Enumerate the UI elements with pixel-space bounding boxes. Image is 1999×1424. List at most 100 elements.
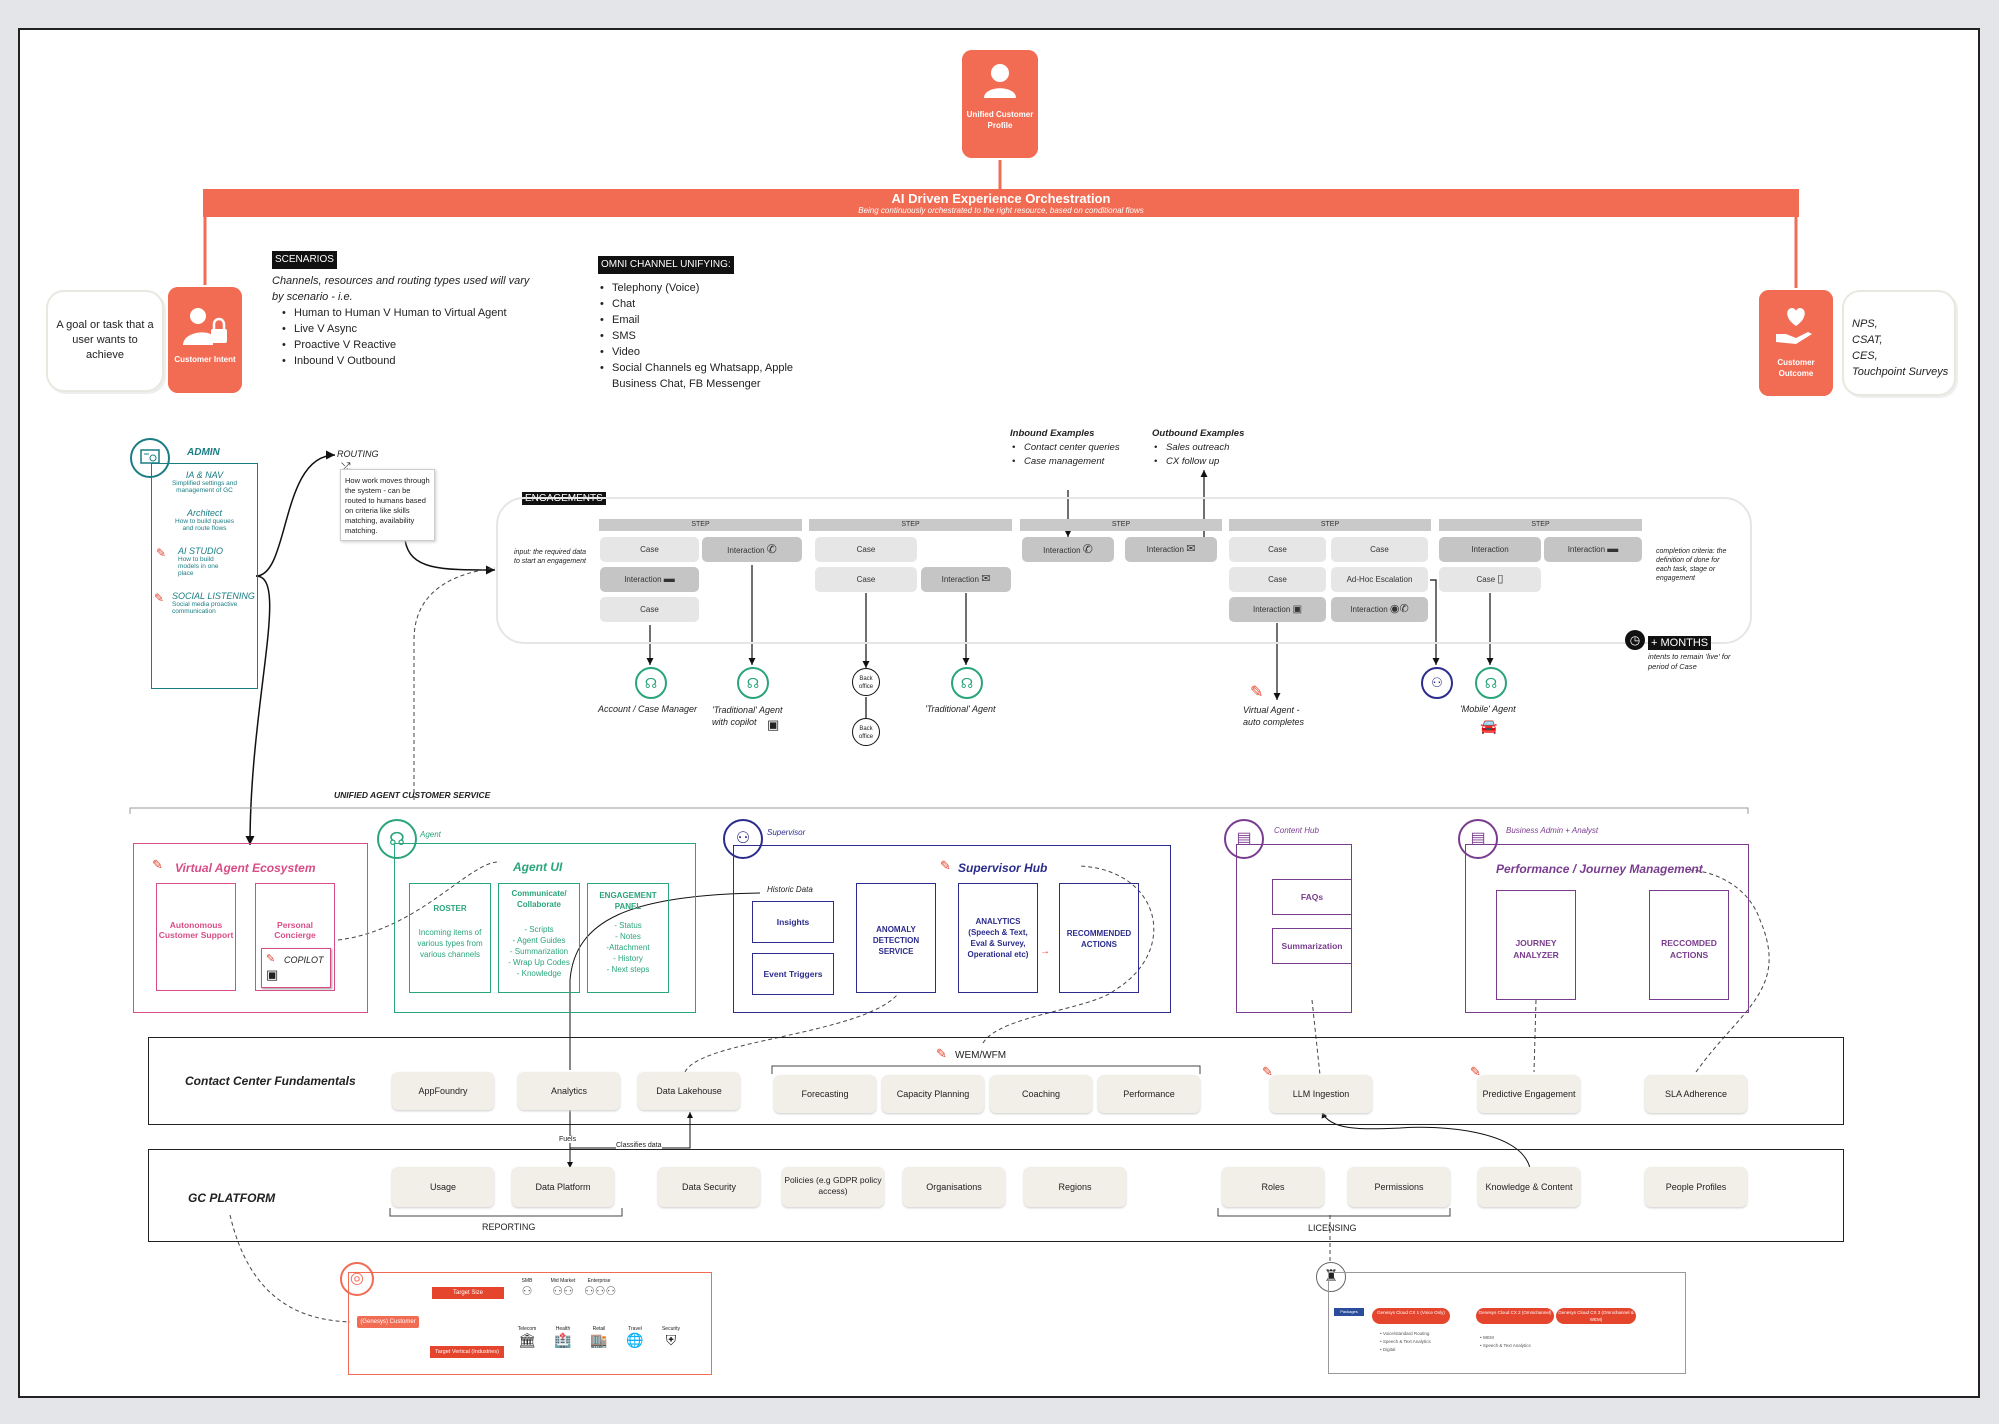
insights-box[interactable]: Insights bbox=[752, 901, 834, 943]
case-box[interactable]: Case bbox=[1331, 537, 1428, 562]
case-label: Case bbox=[856, 545, 876, 554]
agent-headset-icon: ☊ bbox=[737, 667, 769, 699]
supervisor-role-icon: ⚇ bbox=[723, 819, 763, 859]
roster-box[interactable]: ROSTER Incoming items of various types f… bbox=[409, 883, 491, 993]
communicate-box[interactable]: Communicate/ Collaborate - Scripts - Age… bbox=[498, 883, 580, 993]
chat-icon: ▬ bbox=[1607, 543, 1619, 555]
engagement-panel-list: - Status - Notes -Attachment - History -… bbox=[588, 920, 668, 975]
engagement-panel-box[interactable]: ENGAGEMENT PANEL - Status - Notes -Attac… bbox=[587, 883, 669, 993]
forecasting-box[interactable]: Forecasting bbox=[774, 1075, 876, 1113]
messenger-phone-icon: ◉✆ bbox=[1389, 603, 1409, 615]
permissions-box[interactable]: Permissions bbox=[1348, 1167, 1450, 1207]
case-box[interactable]: Case bbox=[600, 597, 699, 622]
autonomous-support-box[interactable]: Autonomous Customer Support bbox=[156, 883, 236, 991]
gc-item-label: Knowledge & Content bbox=[1485, 1182, 1573, 1192]
package-items: • Voice/standard Routing • Speech & Text… bbox=[1380, 1330, 1431, 1354]
interaction-label: Interaction bbox=[727, 546, 765, 555]
event-triggers-box[interactable]: Event Triggers bbox=[752, 953, 834, 995]
recommended-actions-box[interactable]: RECOMMENDED ACTIONS bbox=[1059, 883, 1139, 993]
data-lakehouse-box[interactable]: Data Lakehouse bbox=[638, 1072, 740, 1110]
months-desc: intents to remain 'live' for period of C… bbox=[1648, 652, 1731, 671]
vertical-tile: Travel🌐 bbox=[620, 1326, 650, 1349]
data-platform-box[interactable]: Data Platform bbox=[512, 1167, 614, 1207]
interaction-box[interactable]: Interaction ▬ bbox=[1544, 537, 1642, 562]
vertical-tile: Security⛨ bbox=[656, 1326, 686, 1349]
shield-icon: ⛨ bbox=[665, 1332, 677, 1348]
case-box[interactable]: Case bbox=[815, 567, 917, 592]
analytics-box[interactable]: Analytics bbox=[518, 1072, 620, 1110]
reccomded-actions-box[interactable]: RECCOMDED ACTIONS bbox=[1649, 890, 1729, 1000]
months-badge: + MONTHS bbox=[1648, 633, 1712, 651]
target-vertical-badge: Target Vertical (Industries) bbox=[430, 1346, 504, 1358]
tier-label: Genesys Cloud CX 3 (Omnichannel & WEM) bbox=[1558, 1310, 1634, 1322]
roles-box[interactable]: Roles bbox=[1222, 1167, 1324, 1207]
anomaly-detection-box[interactable]: ANOMALY DETECTION SERVICE bbox=[856, 883, 936, 993]
package-items: • WEM • Speech & Text Analytics bbox=[1480, 1334, 1531, 1350]
interaction-label: Interaction bbox=[1043, 546, 1081, 555]
policies-box[interactable]: Policies (e.g GDPR policy access) bbox=[782, 1167, 884, 1207]
outbound-examples: Outbound Examples Sales outreachCX follo… bbox=[1152, 427, 1244, 469]
case-box[interactable]: Case bbox=[815, 537, 917, 562]
interaction-box[interactable]: Interaction ◉✆ bbox=[1331, 597, 1428, 622]
admin-item-social[interactable]: ✎ SOCIAL LISTENING Social media proactiv… bbox=[152, 591, 257, 615]
unified-customer-profile-card: Unified Customer Profile bbox=[962, 50, 1038, 158]
regions-box[interactable]: Regions bbox=[1024, 1167, 1126, 1207]
interaction-box[interactable]: Interaction ▬ bbox=[600, 567, 699, 592]
case-label: Case bbox=[856, 575, 876, 584]
months-label: + MONTHS bbox=[1648, 636, 1712, 650]
interaction-box[interactable]: Interaction ✆ bbox=[1022, 537, 1114, 562]
analytics-box[interactable]: ANALYTICS (Speech & Text, Eval & Survey,… bbox=[958, 883, 1038, 993]
ccf-item-label: AppFoundry bbox=[418, 1086, 468, 1096]
ccf-item-label: Capacity Planning bbox=[896, 1089, 970, 1099]
omni-channel-section: OMNI CHANNEL UNIFYING: Telephony (Voice)… bbox=[598, 256, 818, 392]
capacity-planning-box[interactable]: Capacity Planning bbox=[882, 1075, 984, 1113]
recommended-label: RECOMMENDED ACTIONS bbox=[1066, 929, 1132, 949]
admin-item-ai-studio[interactable]: ✎ AI STUDIO How to build models in one p… bbox=[152, 546, 257, 577]
routing-card: How work moves through the system - can … bbox=[340, 469, 435, 541]
interaction-box[interactable]: Interaction ✉ bbox=[1125, 537, 1217, 562]
case-label: Case bbox=[640, 605, 659, 614]
knowledge-content-box[interactable]: Knowledge & Content bbox=[1478, 1167, 1580, 1207]
sla-adherence-box[interactable]: SLA Adherence bbox=[1645, 1075, 1747, 1113]
engagement-panel-title: ENGAGEMENT PANEL bbox=[599, 891, 657, 911]
virtual-ecosystem-title: Virtual Agent Ecosystem bbox=[175, 861, 316, 875]
usage-box[interactable]: Usage bbox=[392, 1167, 494, 1207]
copilot-box[interactable]: ✎ COPILOT ▣ bbox=[261, 948, 331, 988]
llm-ingestion-box[interactable]: LLM Ingestion bbox=[1270, 1075, 1372, 1113]
coaching-box[interactable]: Coaching bbox=[990, 1075, 1092, 1113]
interaction-box[interactable]: Interaction ✉ bbox=[921, 567, 1011, 592]
personal-concierge-box[interactable]: Personal Concierge bbox=[255, 883, 335, 991]
appfoundry-box[interactable]: AppFoundry bbox=[392, 1072, 494, 1110]
summarization-box[interactable]: Summarization bbox=[1272, 928, 1352, 964]
step-label: STEP bbox=[599, 519, 802, 531]
case-box[interactable]: Case bbox=[1229, 567, 1326, 592]
magic-wand-icon: ✎ bbox=[940, 858, 951, 873]
data-security-box[interactable]: Data Security bbox=[658, 1167, 760, 1207]
predictive-engagement-box[interactable]: Predictive Engagement bbox=[1478, 1075, 1580, 1113]
outbound-item: CX follow up bbox=[1152, 455, 1244, 469]
heart-hand-icon bbox=[1776, 308, 1812, 344]
adhoc-escalation-box[interactable]: Ad-Hoc Escalation bbox=[1331, 567, 1428, 592]
journey-analyzer-box[interactable]: JOURNEY ANALYZER bbox=[1496, 890, 1576, 1000]
copilot-label: COPILOT bbox=[284, 955, 324, 965]
packages-badge: Packages bbox=[1334, 1308, 1364, 1316]
performance-box[interactable]: Performance bbox=[1098, 1075, 1200, 1113]
content-hub-label: Content Hub bbox=[1274, 826, 1319, 835]
communicate-item: - Scripts bbox=[524, 925, 554, 934]
case-box[interactable]: Case bbox=[600, 537, 699, 562]
admin-item-architect[interactable]: Architect How to build queues and route … bbox=[152, 508, 257, 532]
interaction-box[interactable]: Interaction ▣ bbox=[1229, 597, 1326, 622]
car-icon: 🚘 bbox=[1480, 718, 1498, 734]
people-profiles-box[interactable]: People Profiles bbox=[1645, 1167, 1747, 1207]
case-box[interactable]: Case ▯ bbox=[1439, 567, 1541, 592]
uacs-title: UNIFIED AGENT CUSTOMER SERVICE bbox=[334, 790, 491, 800]
case-box[interactable]: Case bbox=[1229, 537, 1326, 562]
organisations-box[interactable]: Organisations bbox=[903, 1167, 1005, 1207]
back-office-label: Back office bbox=[858, 726, 874, 740]
faqs-box[interactable]: FAQs bbox=[1272, 879, 1352, 915]
interaction-box[interactable]: Interaction ✆ bbox=[702, 537, 802, 562]
autonomous-label: Autonomous Customer Support bbox=[158, 920, 234, 940]
interaction-box[interactable]: Interaction bbox=[1439, 537, 1541, 562]
gc-item-label: Data Platform bbox=[535, 1182, 591, 1192]
admin-item-ia-nav[interactable]: IA & NAV Simplified settings and managem… bbox=[152, 470, 257, 494]
